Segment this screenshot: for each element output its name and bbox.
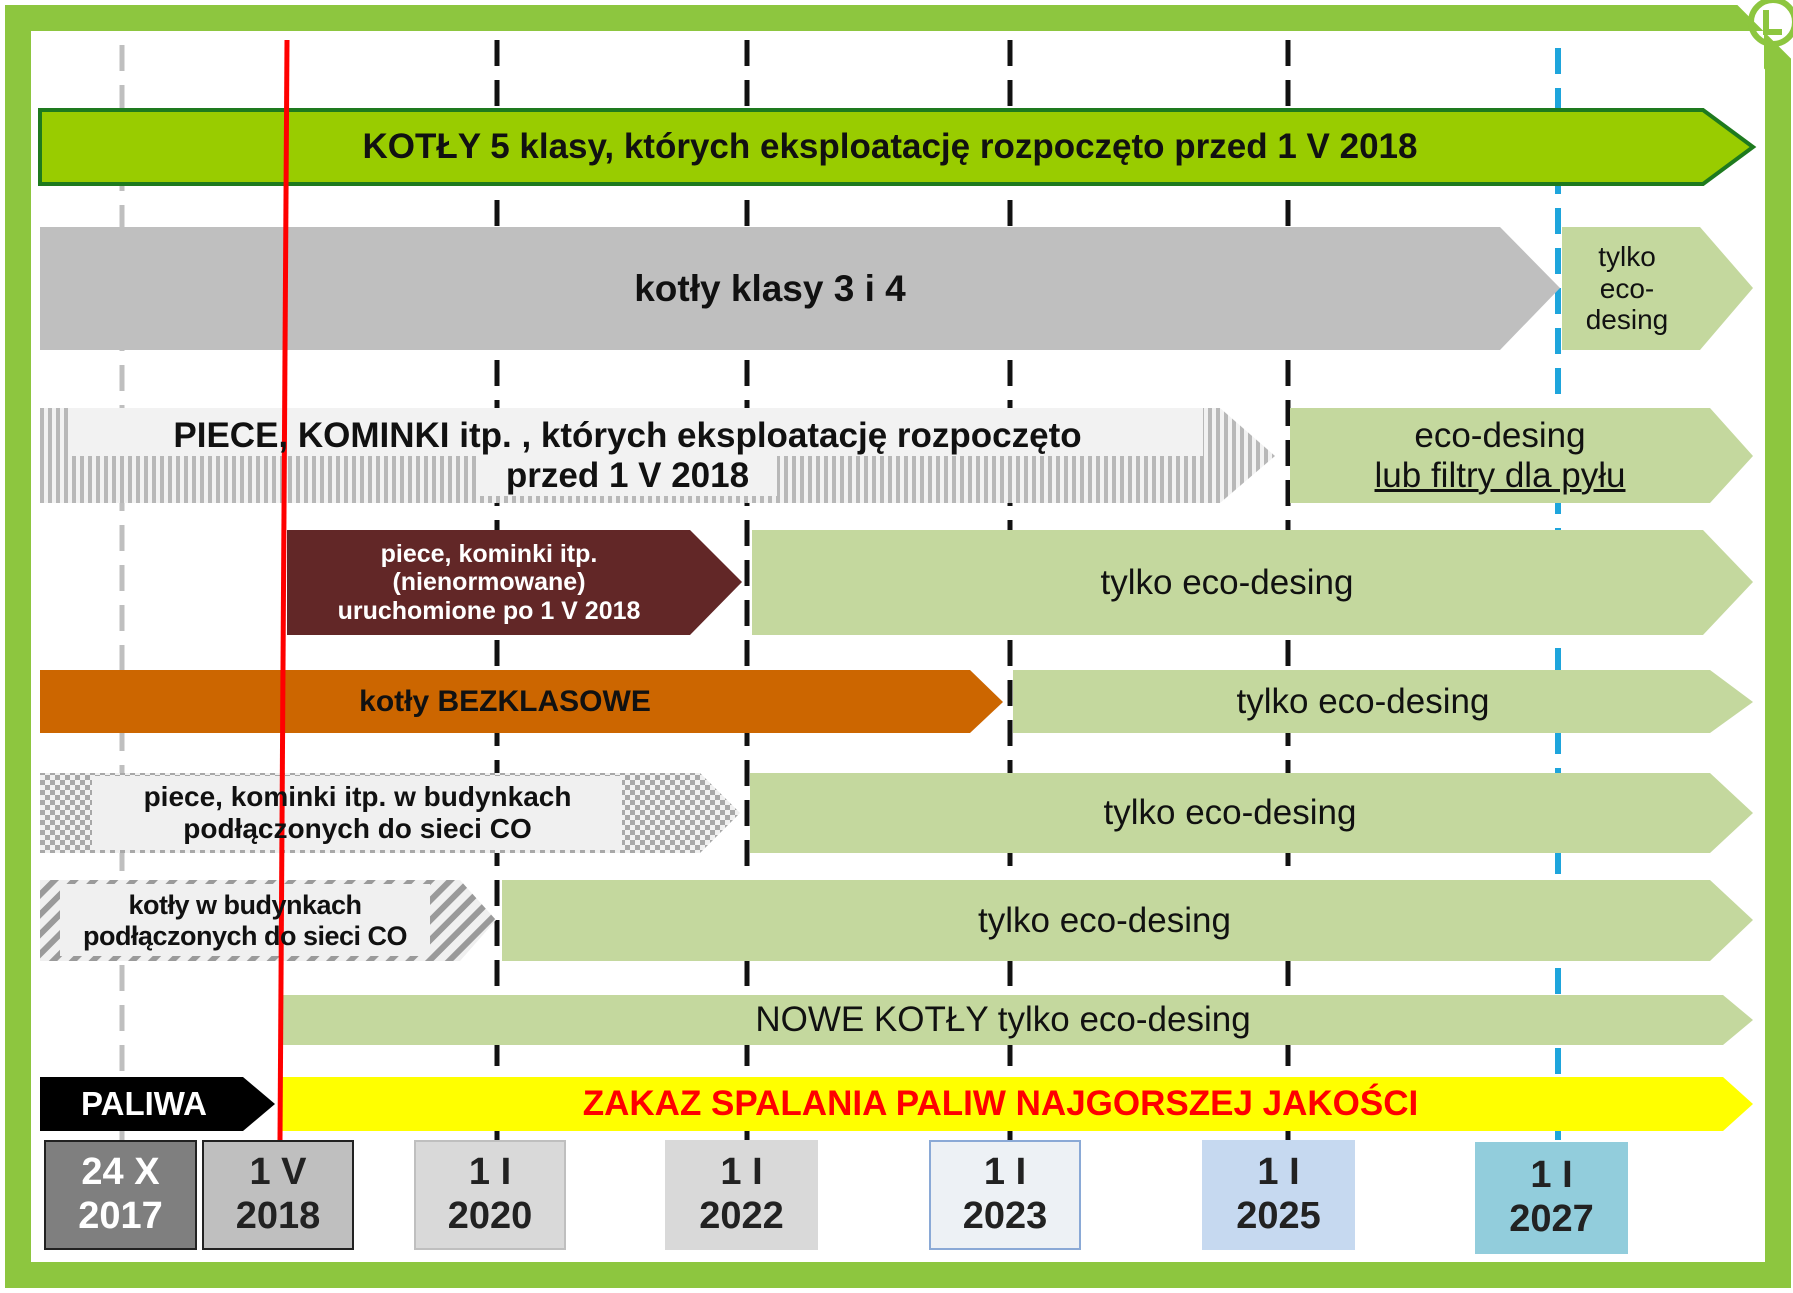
bar-nowe bbox=[283, 995, 1753, 1045]
label-piece-przed-after-line2: lub filtry dla pyłu bbox=[1374, 455, 1626, 495]
label-nowe: NOWE KOTŁY tylko eco-desing bbox=[755, 1000, 1251, 1040]
bar-piece-przed-after bbox=[1290, 408, 1753, 503]
date-2020-line2: 2020 bbox=[447, 1195, 533, 1237]
bar-bezklasowe-after bbox=[1013, 670, 1753, 733]
bar-piece-co-label-bg bbox=[92, 776, 622, 850]
label-kotly34-after-line3: desing bbox=[1585, 304, 1669, 336]
date-2023-line2: 2023 bbox=[962, 1195, 1048, 1237]
bar-piece-przed-label-bg2 bbox=[477, 456, 777, 496]
date-2025-line1: 1 I bbox=[1257, 1151, 1300, 1194]
label-piece-przed-line1: PIECE, KOMINKI itp. , których eksploatac… bbox=[173, 415, 1082, 455]
logo-icon bbox=[1748, 0, 1793, 47]
date-box-2025: 1 I 2025 bbox=[1202, 1140, 1355, 1250]
date-2023-line1: 1 I bbox=[983, 1151, 1027, 1194]
label-zakaz: ZAKAZ SPALANIA PALIW NAJGORSZEJ JAKOŚCI bbox=[582, 1084, 1419, 1124]
label-bezklasowe: kotły BEZKLASOWE bbox=[359, 684, 651, 718]
bar-kotly34-after bbox=[1562, 227, 1753, 350]
label-kotly-co-line1: kotły w budynkach bbox=[128, 890, 362, 920]
bar-kotly34 bbox=[40, 227, 1560, 350]
date-2017-line1: 24 X bbox=[81, 1151, 160, 1194]
bar-piece-co-after bbox=[750, 773, 1753, 853]
label-paliwa: PALIWA bbox=[81, 1085, 207, 1123]
label-piece-przed-after-line1: eco-desing bbox=[1414, 415, 1586, 455]
bar-paliwa bbox=[40, 1077, 275, 1131]
label-piece-co-line1: piece, kominki itp. w budynkach bbox=[143, 781, 572, 813]
label-piece-co: piece, kominki itp. w budynkach podłączo… bbox=[80, 773, 635, 853]
label-kotly34-after: tylko eco- desing bbox=[1562, 227, 1692, 350]
date-box-2017: 24 X 2017 bbox=[44, 1140, 197, 1250]
label-piece-nienorm: piece, kominki itp. (nienormowane) uruch… bbox=[287, 530, 691, 635]
label-piece-przed-after: eco-desing lub filtry dla pyłu bbox=[1290, 408, 1710, 503]
label-kotly-co-after: tylko eco-desing bbox=[978, 900, 1231, 940]
label-piece-co-line2: podłączonych do sieci CO bbox=[183, 813, 532, 844]
bar-kotly-co-label-bg bbox=[60, 884, 430, 956]
label-kotly34: kotły klasy 3 i 4 bbox=[634, 267, 906, 309]
date-2025-line2: 2025 bbox=[1236, 1195, 1321, 1237]
label-piece-przed-line2: przed 1 V 2018 bbox=[505, 455, 750, 495]
date-2027-line2: 2027 bbox=[1509, 1198, 1594, 1240]
label-kotly-co: kotły w budynkach podłączonych do sieci … bbox=[50, 880, 440, 961]
date-2027-line1: 1 I bbox=[1530, 1154, 1573, 1197]
label-piece-nienorm-after: tylko eco-desing bbox=[1100, 562, 1354, 602]
bar-kotly-co-after bbox=[502, 880, 1753, 961]
label-piece-przed: PIECE, KOMINKI itp. , których eksploatac… bbox=[40, 408, 1215, 503]
label-kotly5: KOTŁY 5 klasy, których eksploatację rozp… bbox=[362, 127, 1418, 167]
label-bezklasowe-after: tylko eco-desing bbox=[1236, 681, 1490, 721]
label-piece-co-after: tylko eco-desing bbox=[1103, 793, 1357, 833]
timeline-line-2018 bbox=[277, 39, 290, 1141]
label-piece-nienorm-line1: piece, kominki itp. bbox=[380, 540, 598, 569]
frame-border bbox=[5, 5, 1791, 1288]
date-box-2020: 1 I 2020 bbox=[414, 1140, 566, 1250]
date-box-2018: 1 V 2018 bbox=[202, 1140, 354, 1250]
bar-zakaz bbox=[278, 1077, 1753, 1131]
date-2017-line2: 2017 bbox=[78, 1195, 163, 1237]
label-piece-nienorm-line2: (nienormowane) bbox=[392, 568, 586, 597]
date-box-2022: 1 I 2022 bbox=[665, 1140, 818, 1250]
bar-piece-przed-label-bg bbox=[68, 408, 1203, 456]
date-2018-line2: 2018 bbox=[235, 1195, 321, 1237]
date-2022-line1: 1 I bbox=[720, 1151, 763, 1194]
date-2018-line1: 1 V bbox=[249, 1151, 307, 1194]
label-kotly34-after-line1: tylko bbox=[1598, 241, 1656, 273]
label-kotly-co-line2: podłączonych do sieci CO bbox=[82, 920, 408, 951]
date-2022-line2: 2022 bbox=[699, 1195, 784, 1237]
bar-kotly5 bbox=[38, 108, 1757, 186]
bar-piece-nienorm bbox=[287, 530, 742, 635]
date-box-2027: 1 I 2027 bbox=[1475, 1142, 1628, 1254]
label-piece-nienorm-line3: uruchomione po 1 V 2018 bbox=[337, 596, 641, 625]
bar-piece-nienorm-after bbox=[752, 530, 1753, 635]
date-box-2023: 1 I 2023 bbox=[929, 1140, 1081, 1250]
date-2020-line1: 1 I bbox=[468, 1151, 512, 1194]
label-kotly34-after-line2: eco- bbox=[1599, 272, 1655, 304]
